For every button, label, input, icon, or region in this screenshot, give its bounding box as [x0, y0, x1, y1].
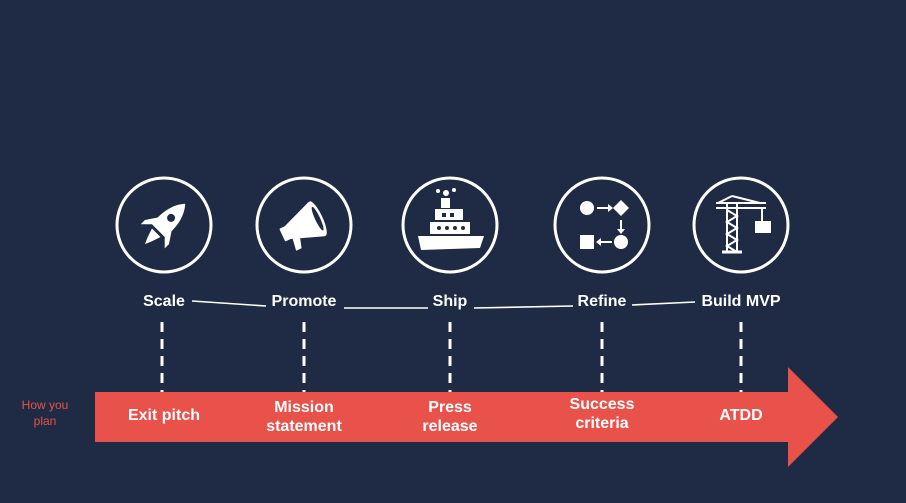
stage-label-build-mvp: Build MVP: [698, 292, 784, 312]
ship-icon: [418, 188, 484, 250]
flowchart-icon: [580, 200, 629, 249]
megaphone-icon: [279, 201, 327, 251]
connector-line: [473, 305, 574, 309]
plan-label-mission-statement: Mission statement: [266, 399, 342, 435]
stage-label-refine: Refine: [574, 292, 630, 312]
dashed-guides: [160, 322, 743, 392]
stage-label-scale: Scale: [140, 292, 188, 312]
stage-label-ship: Ship: [429, 292, 471, 312]
icon-circle: [255, 176, 353, 274]
crane-icon: [716, 195, 771, 254]
connector-line: [191, 300, 267, 307]
plan-arrow: [95, 367, 838, 467]
stage-label-promote: Promote: [268, 292, 340, 312]
icon-circle: [553, 176, 651, 274]
plan-label-exit-pitch: Exit pitch: [127, 407, 200, 424]
icon-circle: [115, 176, 213, 274]
plan-label-atdd: ATDD: [719, 407, 763, 424]
connector-line: [631, 301, 696, 306]
how-you-plan-label: How you plan: [21, 398, 69, 428]
plan-label-success-criteria: Success criteria: [569, 396, 635, 432]
connector-lines: [191, 300, 696, 309]
plan-label-press-release: Press release: [422, 399, 478, 435]
icon-circle: [692, 176, 790, 274]
icon-circle: [401, 176, 499, 274]
rocket-icon: [140, 203, 186, 249]
